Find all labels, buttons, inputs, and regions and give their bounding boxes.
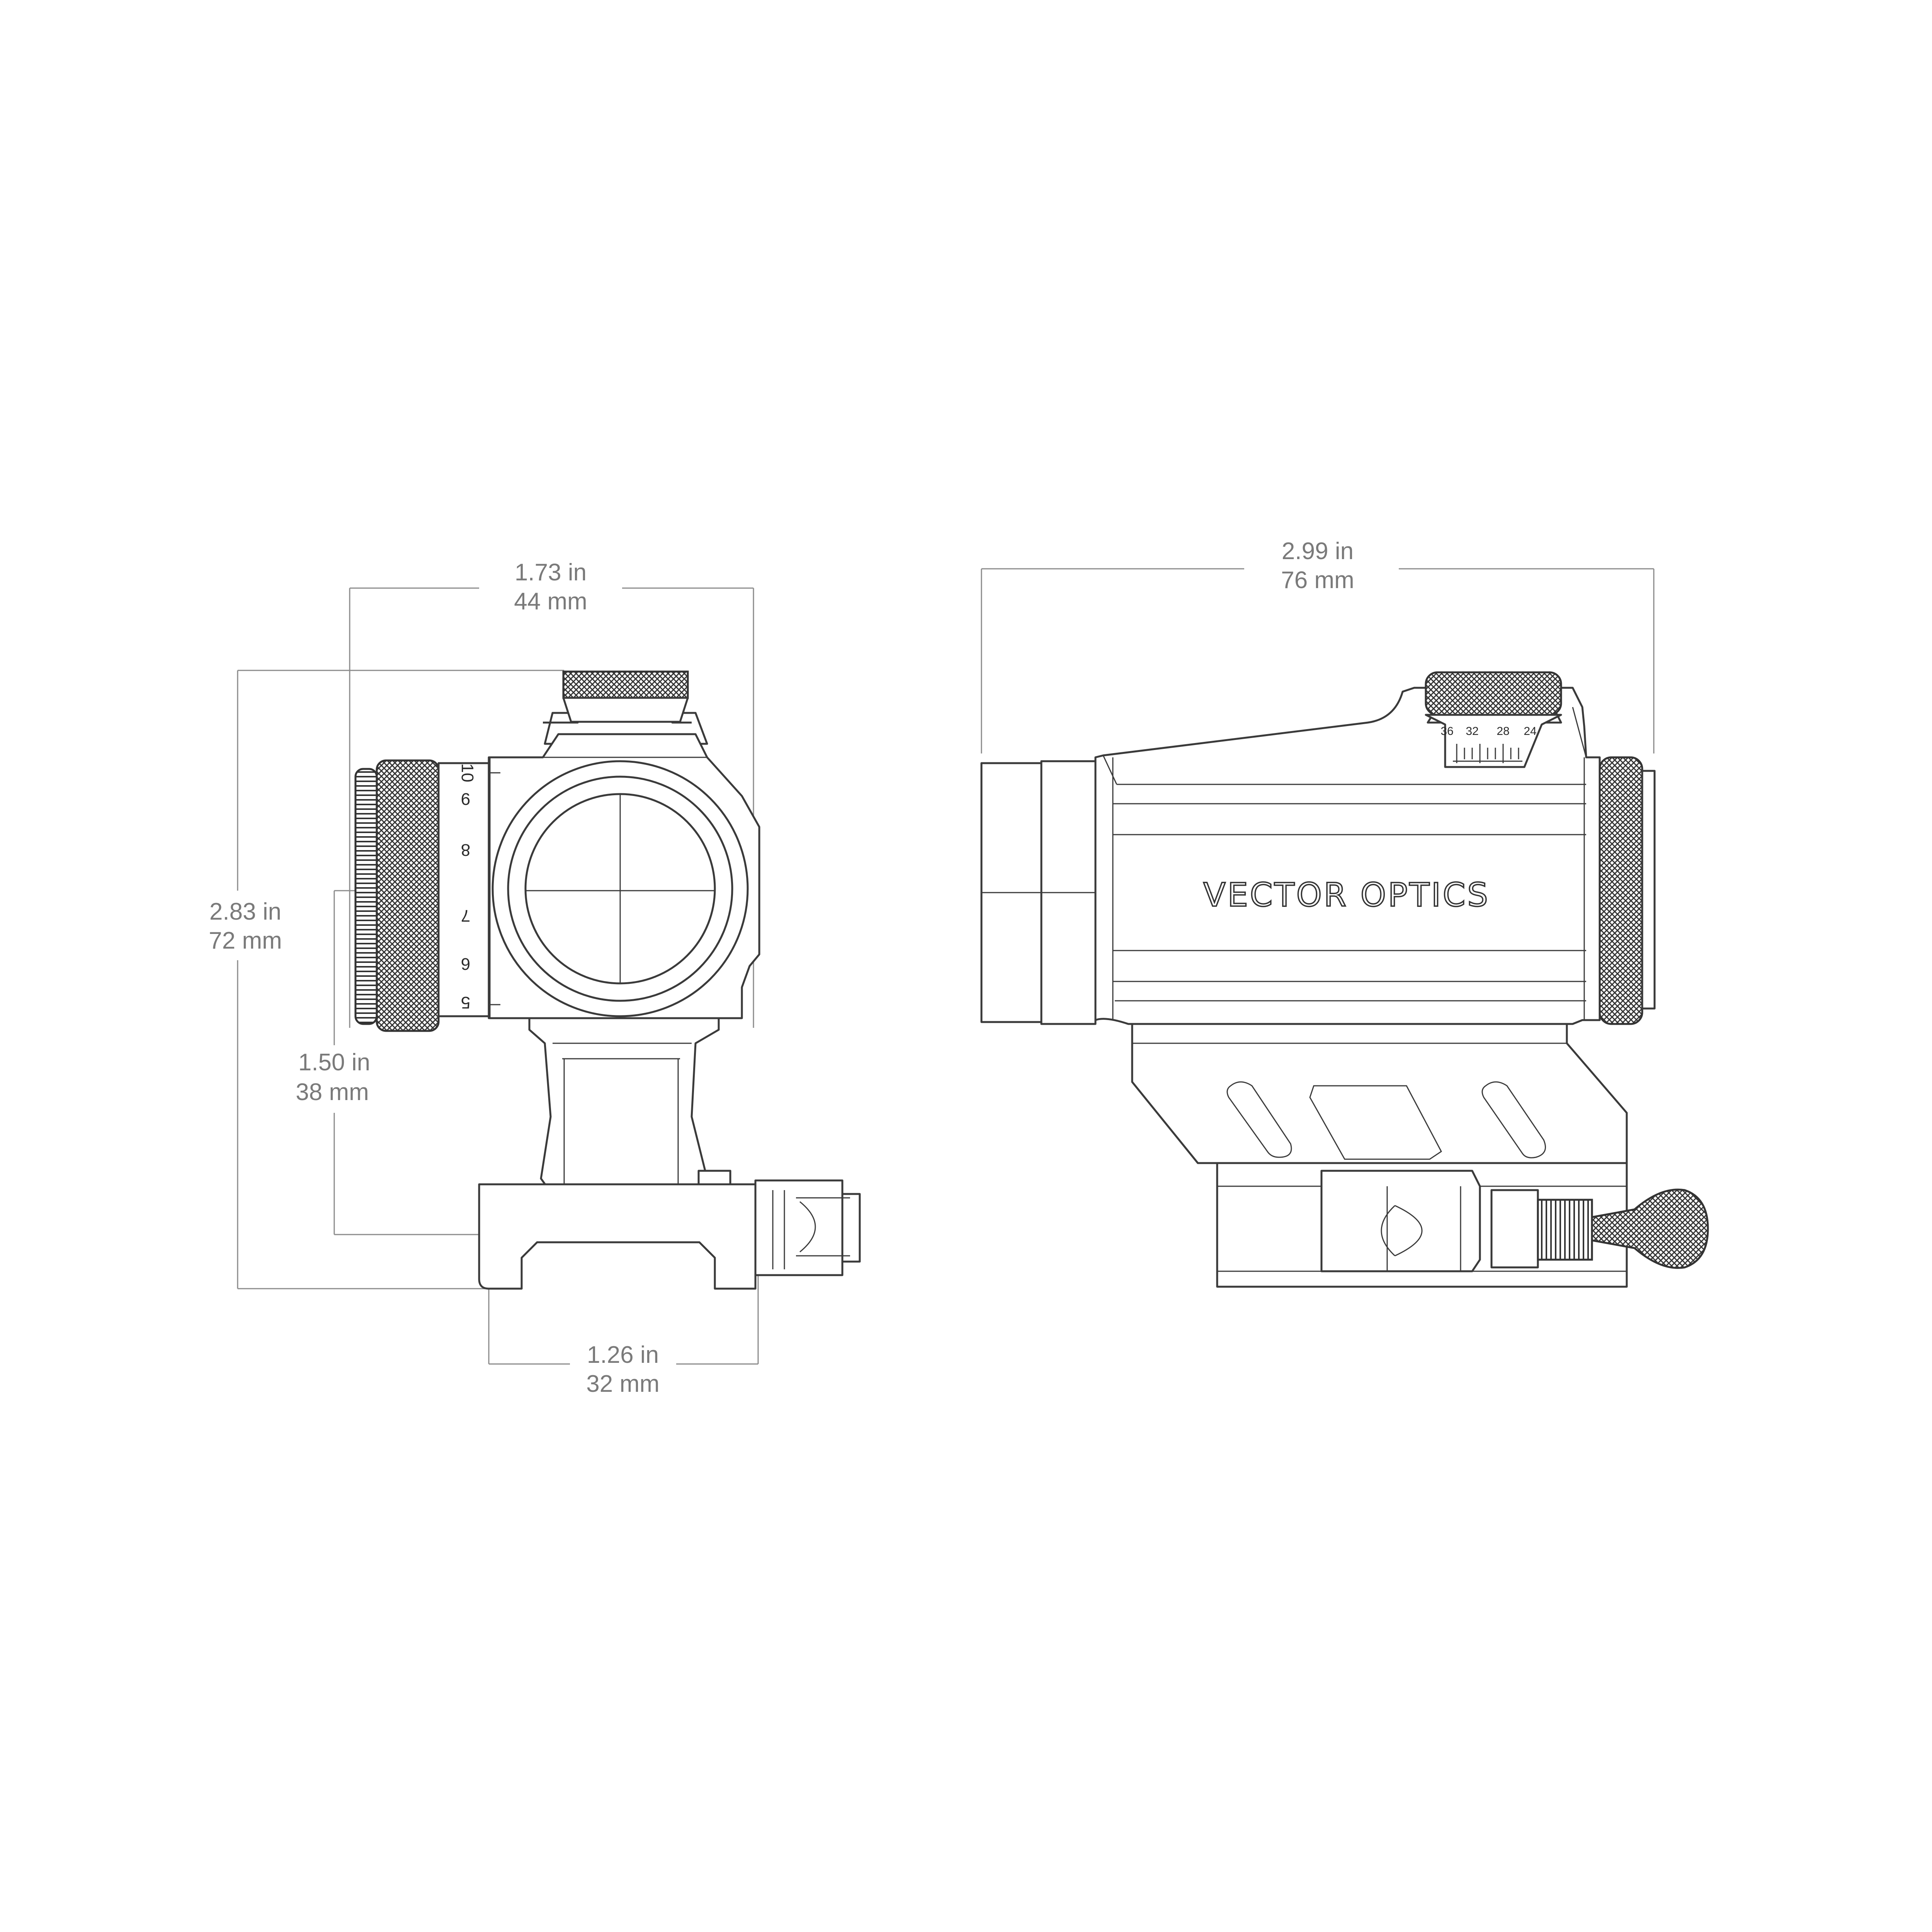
dimension-side-length: 2.99 in 76 mm <box>981 538 1655 753</box>
qd-lever-thread <box>1537 1199 1593 1261</box>
brightness-dial-number-5: 5 <box>461 993 470 1012</box>
riser-slot-right <box>1481 1081 1546 1158</box>
side-housing <box>1094 687 1601 1025</box>
front-view: 1.73 in 44 mm 2.83 in 72 mm 1.50 in 38 m… <box>209 559 861 1397</box>
front-height-imperial: 2.83 in <box>209 898 281 925</box>
riser-slot-center <box>1309 1085 1442 1160</box>
dimension-mount-width: 1.26 in 32 mm <box>488 1194 759 1397</box>
side-eyepiece-knurl <box>1599 756 1643 1025</box>
riser-slot-left <box>1226 1081 1292 1158</box>
top-turret-knurl <box>562 670 689 699</box>
side-eyepiece-dial <box>1599 756 1656 1025</box>
objective-lens-front <box>492 760 749 1017</box>
top-turret-front <box>543 670 708 745</box>
elevation-turret-side: 36 32 28 24 <box>1425 671 1562 768</box>
elevation-dial-number-24: 24 <box>1524 725 1536 738</box>
brightness-dial-knurl <box>376 759 440 1032</box>
side-riser-mount <box>1131 1023 1628 1164</box>
brightness-dial-number-6: 6 <box>461 954 470 973</box>
brightness-dial-number-8: 8 <box>461 840 470 859</box>
brightness-dial-number-10: 10 <box>458 764 477 782</box>
brand-logo: VECTOR OPTICS <box>1203 876 1490 914</box>
rail-clamp-front <box>478 1170 861 1290</box>
front-width-imperial: 1.73 in <box>515 559 587 586</box>
dimension-front-height: 2.83 in 72 mm <box>209 670 564 1289</box>
elevation-turret-knurl <box>1425 671 1562 716</box>
optical-axis-imperial: 1.50 in <box>298 1049 370 1076</box>
brightness-dial-ribs <box>354 768 378 1025</box>
front-height-metric: 72 mm <box>209 927 282 954</box>
optical-axis-metric: 38 mm <box>296 1079 369 1105</box>
elevation-dial-ticks <box>1453 744 1522 763</box>
riser-mount-front <box>528 1017 720 1193</box>
side-rail-clamp <box>1216 1162 1709 1288</box>
brightness-dial: 10 9 8 7 6 5 <box>354 759 490 1032</box>
elevation-dial-number-36: 36 <box>1440 725 1453 738</box>
elevation-dial-number-32: 32 <box>1466 725 1478 738</box>
side-sunshade <box>980 760 1097 1025</box>
elevation-dial-number-28: 28 <box>1497 725 1509 738</box>
brightness-dial-number-7: 7 <box>461 906 470 925</box>
side-length-imperial: 2.99 in <box>1282 538 1354 565</box>
side-length-metric: 76 mm <box>1281 567 1354 594</box>
dimension-front-width: 1.73 in 44 mm <box>349 559 754 1028</box>
qd-lever-handle <box>1591 1189 1709 1269</box>
brightness-dial-number-9: 9 <box>461 789 470 808</box>
mount-width-metric: 32 mm <box>586 1371 659 1397</box>
mount-width-imperial: 1.26 in <box>587 1342 659 1368</box>
side-view: 2.99 in 76 mm 36 <box>980 538 1709 1288</box>
front-width-metric: 44 mm <box>514 588 587 615</box>
